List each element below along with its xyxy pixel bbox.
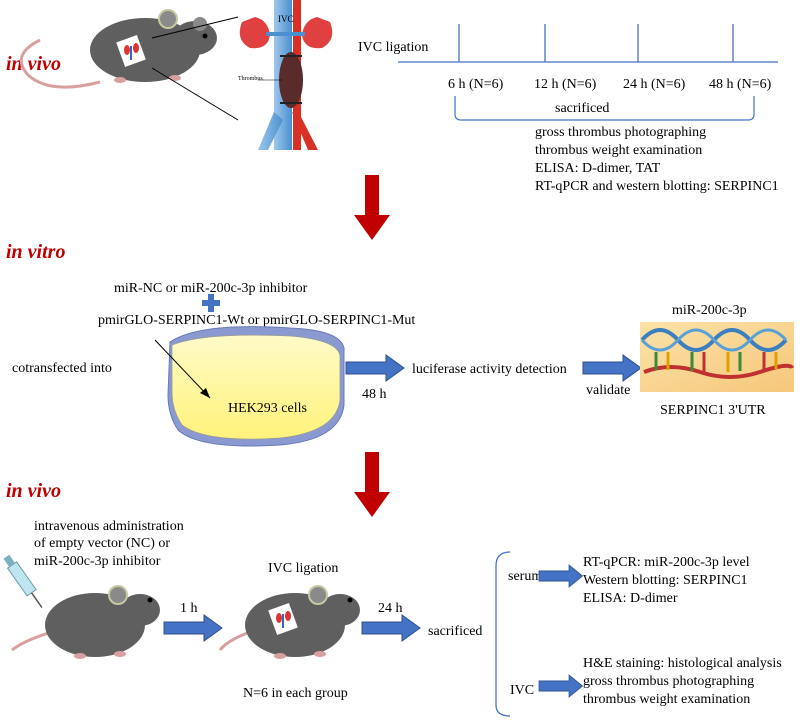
flow-arrow-serum [538,564,583,588]
flow-arrow-24h [361,614,421,642]
ivc-anatomy-illustration [239,0,333,150]
zoom-line-top [151,16,239,39]
down-arrow-1 [354,175,390,240]
mirna-label: miR-200c-3p [672,303,747,318]
timeline [398,24,778,63]
utr-label: SERPINC1 3'UTR [660,403,766,418]
analysis-item-3: ELISA: D-dimer, TAT [535,161,661,176]
analysis-item-4: RT-qPCR and western blotting: SERPINC1 [535,179,779,194]
results-bracket [495,551,511,717]
ivc-item-2: gross thrombus photographing [583,674,754,689]
serum-item-3: ELISA: D-dimer [583,591,678,606]
sacrificed-label-bottom: sacrificed [428,624,482,639]
time-label-1h: 1 h [180,601,198,616]
ivc-item-1: H&E staining: histological analysis [583,656,782,671]
mouse-illustration-2 [11,585,160,659]
hek293-cells-label: HEK293 cells [228,401,307,416]
analysis-item-2: thrombus weight examination [535,143,702,158]
validate-label: validate [586,383,630,398]
group-size-label: N=6 in each group [243,686,348,701]
serum-item-1: RT-qPCR: miR-200c-3p level [583,555,750,570]
flow-arrow-1h [163,614,223,642]
flow-arrow-validate [582,354,642,382]
hek293-cell-dish [167,326,345,447]
zoom-line-bottom [151,67,239,121]
analysis-item-1: gross thrombus photographing [535,125,706,140]
sacrificed-bracket [454,96,755,121]
section-title-in-vivo-2: in vivo [6,480,61,502]
serum-item-2: Western blotting: SERPINC1 [583,573,748,588]
flow-arrow-48h [345,354,405,382]
administration-line-2: of empty vector (NC) or [34,536,170,551]
timepoint-6h: 6 h (N=6) [448,77,504,92]
flow-arrow-ivc [538,674,583,698]
administration-line-1: intravenous administration [34,519,184,534]
cotransfected-label: cotransfected into [12,361,112,376]
mouse-illustration-3 [218,585,360,659]
ivc-ligation-label-bottom: IVC ligation [268,561,338,576]
ivc-item-3: thrombus weight examination [583,692,750,707]
sacrificed-label-top: sacrificed [555,101,609,116]
dna-binding-illustration [640,322,794,392]
section-title-in-vitro: in vitro [6,241,65,263]
time-label-24h: 24 h [378,601,403,616]
timepoint-12h: 12 h (N=6) [534,77,597,92]
timepoint-48h: 48 h (N=6) [709,77,772,92]
syringe-icon [3,554,43,608]
pointer-line [154,339,211,399]
down-arrow-2 [354,452,390,517]
ivc-label-bottom: IVC [510,683,534,698]
mouse-illustration-1 [19,9,217,89]
timepoint-24h: 24 h (N=6) [623,77,686,92]
section-title-in-vivo-1: in vivo [6,53,61,75]
plus-icon [202,294,220,312]
transfection-reagent-2: pmirGLO-SERPINC1-Wt or pmirGLO-SERPINC1-… [98,313,415,328]
administration-line-3: miR-200c-3p inhibitor [34,554,161,569]
time-label-48h: 48 h [362,387,387,402]
ivc-label: IVC [278,14,294,24]
luciferase-detection-label: luciferase activity detection [412,362,567,377]
transfection-reagent-1: miR-NC or miR-200c-3p inhibitor [114,281,308,296]
serum-label: serum [508,569,542,584]
ivc-ligation-label-top: IVC ligation [358,40,428,55]
thrombus-label: Thrombus [238,76,263,82]
